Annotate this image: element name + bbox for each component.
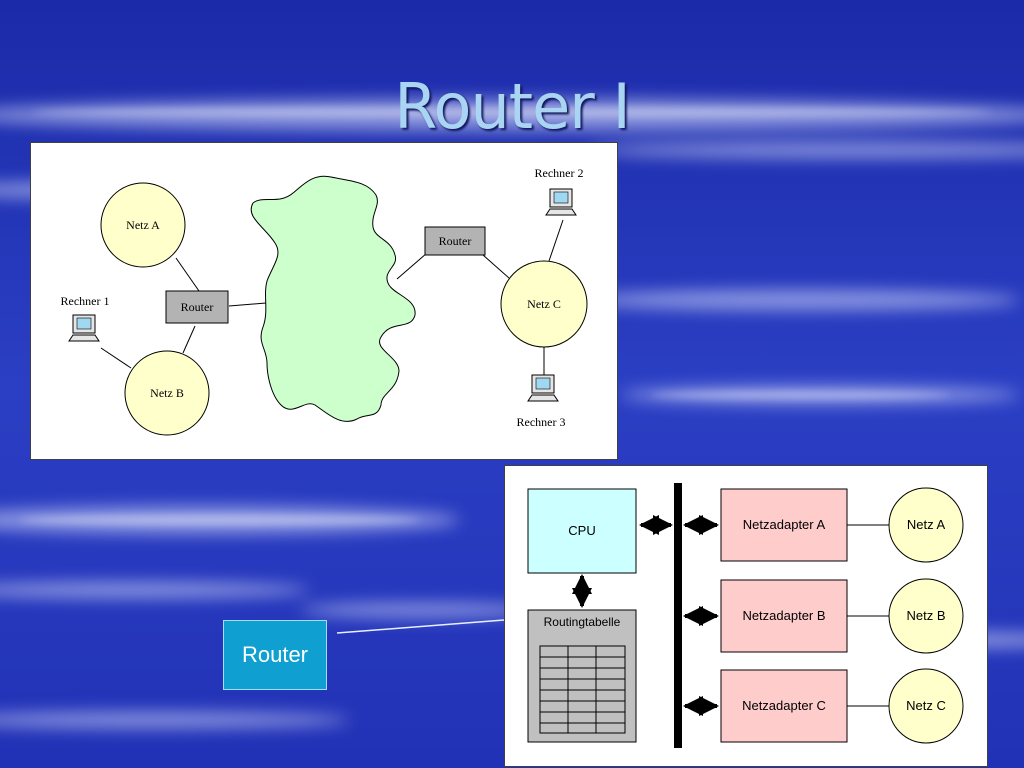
internet-cloud [250,175,416,422]
routing-table-label: Routingtabelle [544,615,621,629]
computer-icon [545,188,577,216]
routing-table-box: Routingtabelle [527,609,637,743]
net-label: Netz A [907,517,946,532]
router-callout: Router [223,620,327,690]
computer-icon [527,374,559,402]
router-net-c: Netz C [888,668,964,744]
network-diagram-panel: Netz A Netz B Netz C Router Router [30,142,618,460]
table-grid-icon [539,645,626,734]
network-links [100,219,564,375]
rechner-3-label: Rechner 3 [517,415,566,429]
router-diagram: CPU Routingtabelle [527,483,964,748]
net-label: Netz A [126,218,160,232]
router-box-left: Router [165,290,229,324]
net-label: Netz B [150,386,184,400]
rechner-1-label: Rechner 1 [61,294,110,308]
router-label: Router [439,234,472,248]
router-label: Router [181,300,214,314]
adapter-b-box: Netzadapter B [720,579,848,653]
link-router-netz-c [482,254,510,279]
adapter-label: Netzadapter C [742,698,826,713]
adapter-c-box: Netzadapter C [720,669,848,743]
adapter-label: Netzadapter B [742,608,825,623]
router-box-right: Router [424,226,486,256]
router-net-a: Netz A [888,487,964,563]
slide-title: Router I [394,70,630,143]
router-net-b: Netz B [888,578,964,654]
link-router-netz-b [182,325,196,354]
link-cloud-router [396,252,428,280]
link-rechner1-netz-b [100,347,132,369]
net-node-a: Netz A [100,182,186,268]
adapter-a-box: Netzadapter A [720,488,848,562]
net-label: Netz C [527,297,561,311]
adapter-label: Netzadapter A [743,517,826,532]
network-diagram: Netz A Netz B Netz C Router Router [61,166,588,436]
link-netz-a-router [175,257,200,292]
link-rechner2-netz-c [548,219,564,262]
router-callout-label: Router [241,642,309,667]
net-label: Netz B [906,608,945,623]
cpu-box: CPU [527,488,637,574]
router-diagram-panel: CPU Routingtabelle [504,465,988,767]
computer-icon [68,314,100,342]
link-router-cloud [228,302,267,307]
rechner-2-label: Rechner 2 [535,166,584,180]
net-label: Netz C [906,698,946,713]
cpu-label: CPU [568,523,595,538]
net-node-b: Netz B [124,350,210,436]
system-bus [674,483,682,748]
net-node-c: Netz C [500,260,588,348]
